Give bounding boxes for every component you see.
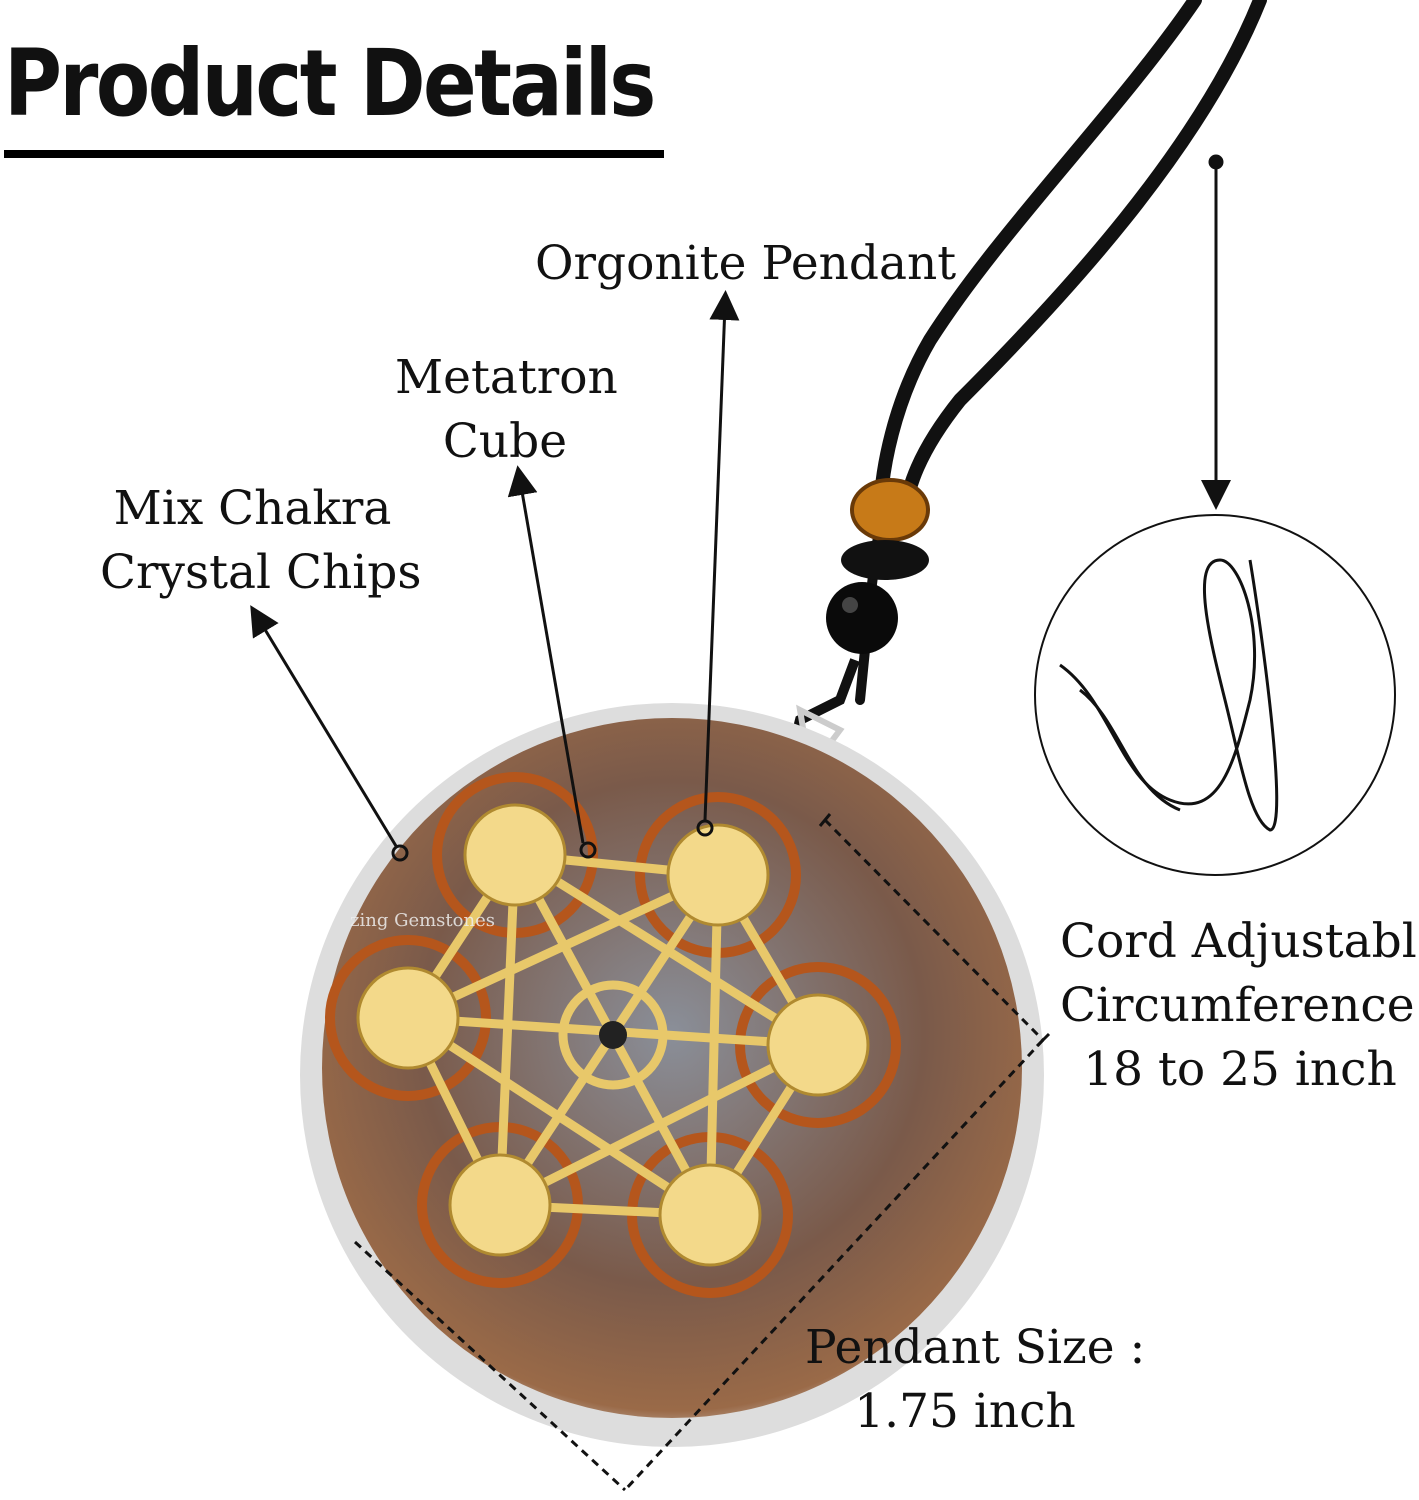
- label-text: 18 to 25 inch: [1083, 1042, 1397, 1097]
- label-text: Mix Chakra: [113, 481, 392, 536]
- annotation-arrows: [250, 154, 1231, 862]
- cord-knot: [850, 478, 930, 542]
- label-pendant-size: Pendant Size : 1.75 inch: [805, 1316, 1146, 1444]
- title-underline: [4, 150, 664, 158]
- label-text: Circumference :: [1060, 978, 1419, 1033]
- label-orgonite-pendant: Orgonite Pendant: [535, 232, 956, 296]
- label-text: Cord Adjustable: [1060, 914, 1419, 969]
- orgonite-pendant: zing Gemstones: [300, 703, 1044, 1447]
- label-crystal-chips: Mix Chakra Crystal Chips: [100, 477, 422, 605]
- label-cord-adjustable: Cord Adjustable Circumference : 18 to 25…: [1060, 910, 1419, 1102]
- label-text: Crystal Chips: [100, 545, 422, 600]
- label-text: Metatron: [395, 350, 618, 405]
- cord-inset-circle: [1034, 514, 1396, 876]
- dimension-lines: [353, 813, 1051, 1492]
- bead: [826, 582, 898, 654]
- label-text: 1.75 inch: [854, 1384, 1076, 1439]
- label-text: Orgonite Pendant: [535, 236, 957, 291]
- watermark: zing Gemstones: [350, 910, 495, 931]
- page-title: Product Details: [4, 30, 656, 137]
- adjustable-cord-illustration: [1059, 558, 1279, 832]
- label-text: Pendant Size :: [805, 1320, 1146, 1375]
- label-text: Cube: [442, 414, 568, 469]
- label-metatron-cube: Metatron Cube: [395, 346, 618, 474]
